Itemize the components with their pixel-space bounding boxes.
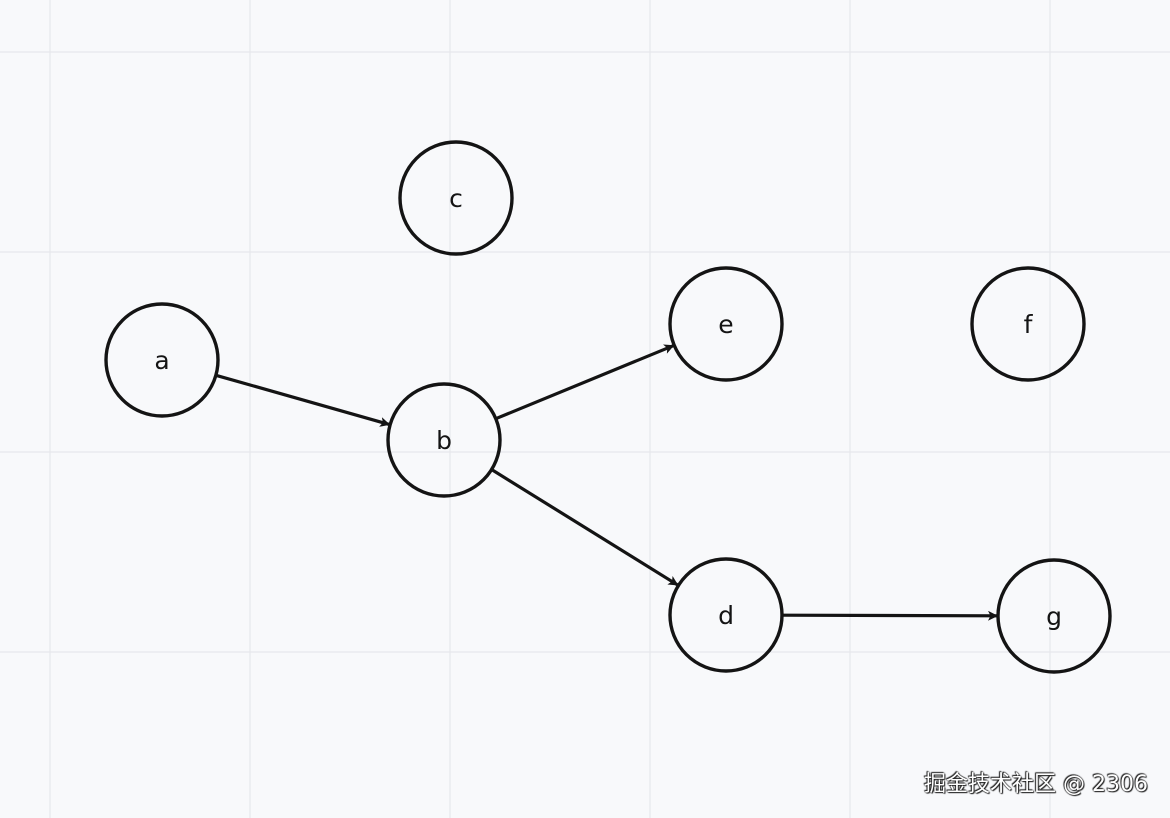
node-label-b: b [436,426,452,455]
node-g: g [996,558,1112,674]
node-circle-f [970,266,1086,382]
node-label-c: c [449,184,463,213]
node-d: d [668,557,784,673]
node-b: b [386,382,502,498]
edge-b-to-e [495,344,675,421]
nodes: a b c d e f g [104,140,1112,674]
node-circle-b [386,382,502,498]
node-label-e: e [718,310,733,339]
node-f: f [970,266,1086,382]
node-label-a: a [154,346,169,375]
edges [215,344,999,621]
node-a: a [104,302,220,418]
edge-d-to-g [781,610,999,621]
node-circle-a [104,302,220,418]
node-c: c [398,140,514,256]
node-e: e [668,266,784,382]
node-circle-g [996,558,1112,674]
watermark-text: 掘金技术社区 @ 2306 [924,772,1148,797]
edge-a-to-b [215,373,391,427]
node-label-g: g [1046,602,1062,631]
node-circle-d [668,557,784,673]
node-circle-e [668,266,784,382]
node-label-d: d [718,601,734,630]
node-circle-c [398,140,514,256]
edge-b-to-d [490,468,679,587]
node-label-f: f [1024,310,1034,339]
